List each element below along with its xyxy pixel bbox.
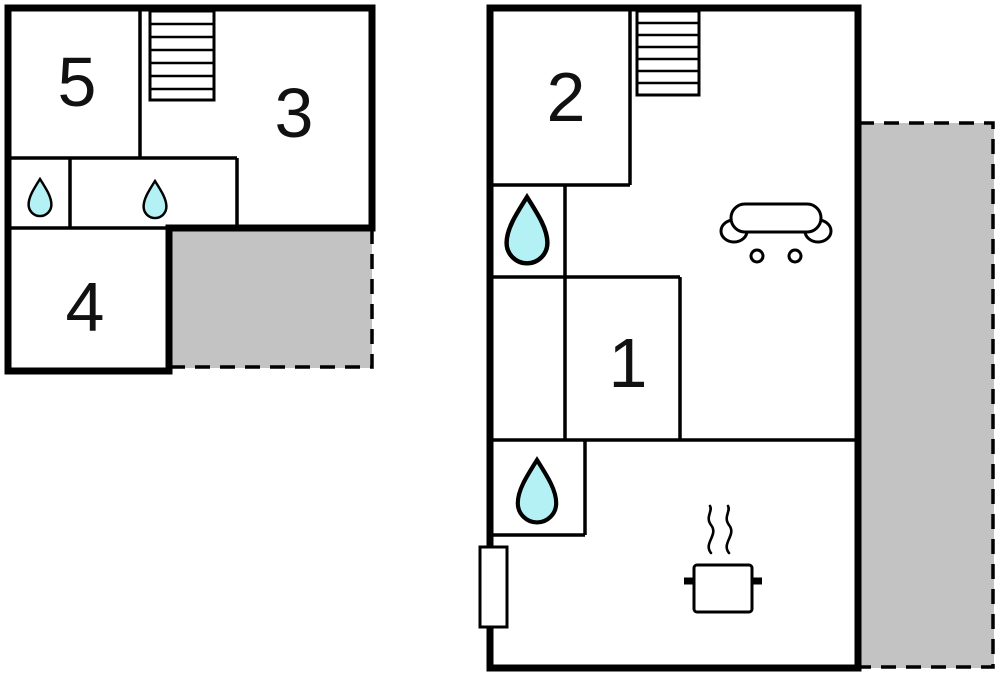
room-label-5: 5 [58, 43, 97, 121]
room-label-3: 3 [275, 74, 314, 152]
main-floor-plan: 2 1 [478, 4, 995, 672]
room-label-2: 2 [547, 58, 586, 136]
room-label-1: 1 [609, 324, 648, 402]
terrace-dashed-border [170, 229, 374, 369]
terrace-area [859, 123, 994, 668]
interior-walls [8, 8, 239, 230]
exterior-walls [486, 4, 862, 672]
cooking-pot-icon [684, 504, 762, 614]
stairs-icon [635, 9, 701, 97]
sofa-icon [719, 202, 833, 264]
entrance-door [478, 545, 509, 629]
room-label-4: 4 [66, 268, 105, 346]
stairs-icon [148, 9, 216, 102]
terrace-area [170, 230, 372, 368]
terrace-dashed-border [859, 121, 995, 669]
interior-walls [490, 8, 858, 537]
upper-floor-plan: 5 3 4 [4, 4, 376, 375]
